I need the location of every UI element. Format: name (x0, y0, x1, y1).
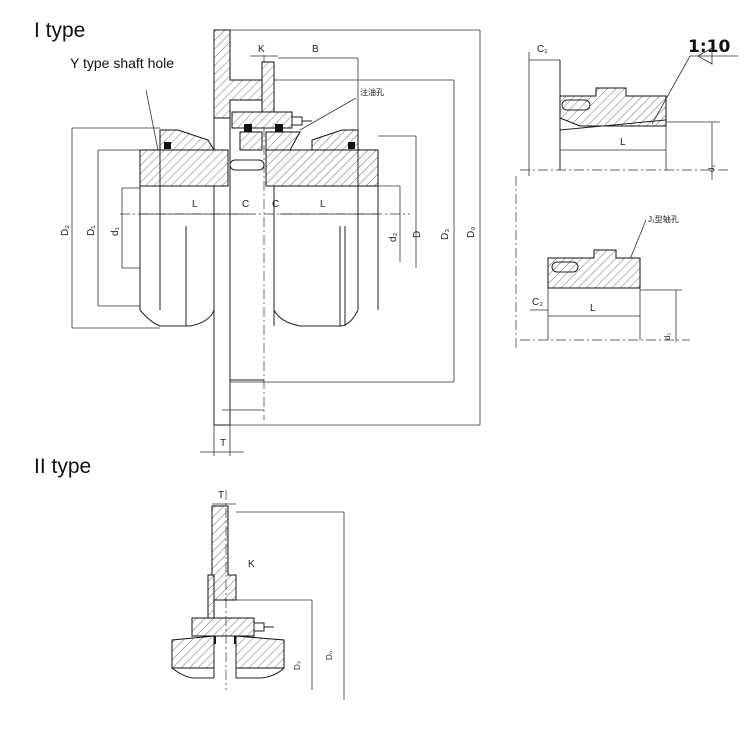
dim-C1: C₁ (537, 44, 548, 55)
outer-sleeve-right (311, 129, 359, 151)
t2-flange (211, 505, 237, 601)
t2-hub-left (171, 635, 215, 669)
hub-left (139, 149, 229, 187)
outer-sleeve-left (159, 129, 215, 151)
t2-bolt-nut (253, 622, 265, 632)
tb-key (561, 99, 591, 111)
t2-hub-ring (207, 574, 215, 619)
hub-right-bottom (273, 309, 359, 327)
type1-dimensions: K B 注油孔 L C C L D₂ D₁ d₁ d₂ (60, 29, 481, 456)
seal-right (348, 142, 355, 149)
dim-K: K (258, 44, 265, 55)
dim-d1: d₁ (110, 226, 121, 236)
title-type-2: II type (34, 455, 91, 478)
t2-hub-right (235, 635, 285, 669)
j1-hole-note: J₁型轴孔 (648, 214, 679, 224)
shaft-hole-note: Y type shaft hole (70, 55, 174, 71)
gear-tooth-left (239, 131, 263, 151)
taper-leader (651, 55, 691, 125)
t2-dim-D3: D₃ (293, 661, 302, 670)
dim-D2: D₂ (60, 225, 71, 236)
dim-L-left: L (192, 199, 198, 210)
t2-dim-K: K (248, 559, 255, 570)
dim-T: T (220, 438, 226, 449)
gear-tooth-right (265, 131, 301, 151)
j1-bore-detail: J₁型轴孔 C₂ L d₁ (515, 176, 690, 350)
t2-dim-D0: D₀ (325, 651, 334, 660)
dim-D0: D₀ (466, 227, 477, 238)
keyway-left (229, 159, 265, 171)
title-type-1: I type (34, 19, 85, 42)
flange-plate (213, 29, 263, 119)
tb-dim-L: L (620, 137, 626, 148)
flange-hub-ring (261, 61, 275, 119)
j1-hub (547, 249, 641, 289)
j1-key (551, 261, 579, 273)
t2-hub-left-bottom (171, 667, 214, 679)
dim-C-left: C (242, 199, 249, 210)
oil-hole-note: 注油孔 (360, 87, 384, 97)
dim-D1: D₁ (86, 225, 97, 236)
dim-C2: C₂ (532, 297, 543, 308)
tb-hub (559, 87, 667, 127)
j1-dim-d1: d₁ (663, 333, 672, 340)
taper-ratio-arrow (697, 47, 713, 65)
type2-view: T D₀ K D₃ (171, 490, 345, 700)
dim-d2: d₂ (388, 232, 399, 242)
type1-main-view (120, 29, 410, 426)
seal-block-right (275, 124, 283, 132)
j1-dim-L: L (590, 303, 596, 314)
seal-block-left (244, 124, 252, 132)
t2-bolt-body (191, 617, 255, 637)
dim-D: D (412, 231, 423, 238)
dim-C-right: C (272, 199, 279, 210)
seal-left (164, 142, 171, 149)
tb-dim-dz: d₂ (707, 164, 716, 172)
dim-L-right: L (320, 199, 326, 210)
oil-hole-leader (299, 97, 357, 131)
hub-left-bottom (139, 309, 215, 327)
t2-hub-right-bottom (236, 667, 285, 679)
taper-ratio: 1:10 (688, 37, 730, 57)
dim-B: B (312, 44, 319, 55)
tapered-bore-detail: C₁ L d₂ 1:10 (520, 37, 738, 180)
hub-right (265, 149, 379, 187)
dim-D3: D₃ (440, 229, 451, 240)
tb-taper-line (559, 119, 667, 131)
bolt-nut (291, 116, 303, 126)
t2-dim-T: T (218, 490, 224, 501)
